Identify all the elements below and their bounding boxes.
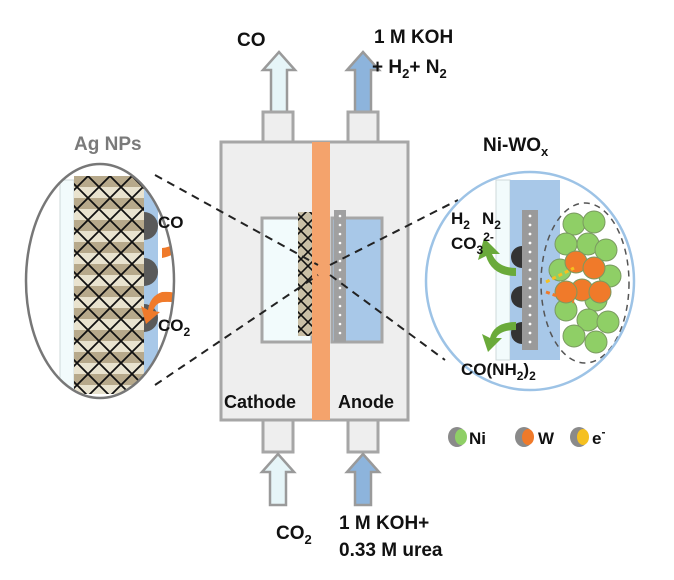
co-outlet-arrow bbox=[260, 50, 298, 114]
anode-label: Anode bbox=[338, 392, 394, 412]
ni-wox-label: Ni-WOx bbox=[483, 135, 549, 159]
legend-ni-icon bbox=[448, 427, 467, 447]
anode-outlet-arrow bbox=[344, 50, 382, 114]
cathode-bottom-port bbox=[261, 418, 295, 454]
cathode-zoom-circle bbox=[24, 162, 176, 400]
legend-w-label: W bbox=[538, 429, 555, 448]
cathode-label: Cathode bbox=[224, 392, 296, 412]
h2-label: H2 bbox=[451, 209, 470, 232]
co3-label: CO32- bbox=[451, 230, 494, 257]
ag-nps-label: Ag NPs bbox=[74, 134, 142, 155]
n2-label: N2 bbox=[482, 209, 501, 232]
co-outlet-label: CO bbox=[237, 30, 266, 51]
cathode-gas-diffusion-electrode bbox=[298, 212, 312, 336]
anode-bottom-port bbox=[346, 418, 380, 454]
legend-electron-icon bbox=[570, 427, 589, 447]
co2-inlet-arrow bbox=[259, 452, 297, 507]
membrane bbox=[312, 142, 330, 420]
anode-outlet-label-line2: + H2+ N2 bbox=[372, 57, 447, 81]
zoom-lines bbox=[154, 174, 459, 386]
anode-top-port bbox=[346, 110, 380, 144]
legend-ni-label: Ni bbox=[469, 429, 486, 448]
anode-inlet-label-line2: 0.33 M urea bbox=[339, 540, 443, 561]
co2-inlet-label: CO2 bbox=[276, 523, 312, 547]
anode-outlet-label-line1: 1 M KOH bbox=[374, 27, 453, 48]
zoom-co2-label: CO2 bbox=[158, 316, 191, 339]
anode-electrode bbox=[334, 210, 346, 342]
legend-electron-label: e- bbox=[592, 425, 605, 448]
cathode-top-port bbox=[261, 110, 295, 144]
urea-label: CO(NH2)2 bbox=[461, 360, 536, 383]
zoom-co-label: CO bbox=[158, 213, 184, 232]
anode-inlet-arrow bbox=[344, 452, 382, 507]
anode-zoom-circle bbox=[424, 170, 636, 392]
legend-w-icon bbox=[515, 427, 534, 447]
anode-inlet-label-line1: 1 M KOH+ bbox=[339, 513, 429, 534]
